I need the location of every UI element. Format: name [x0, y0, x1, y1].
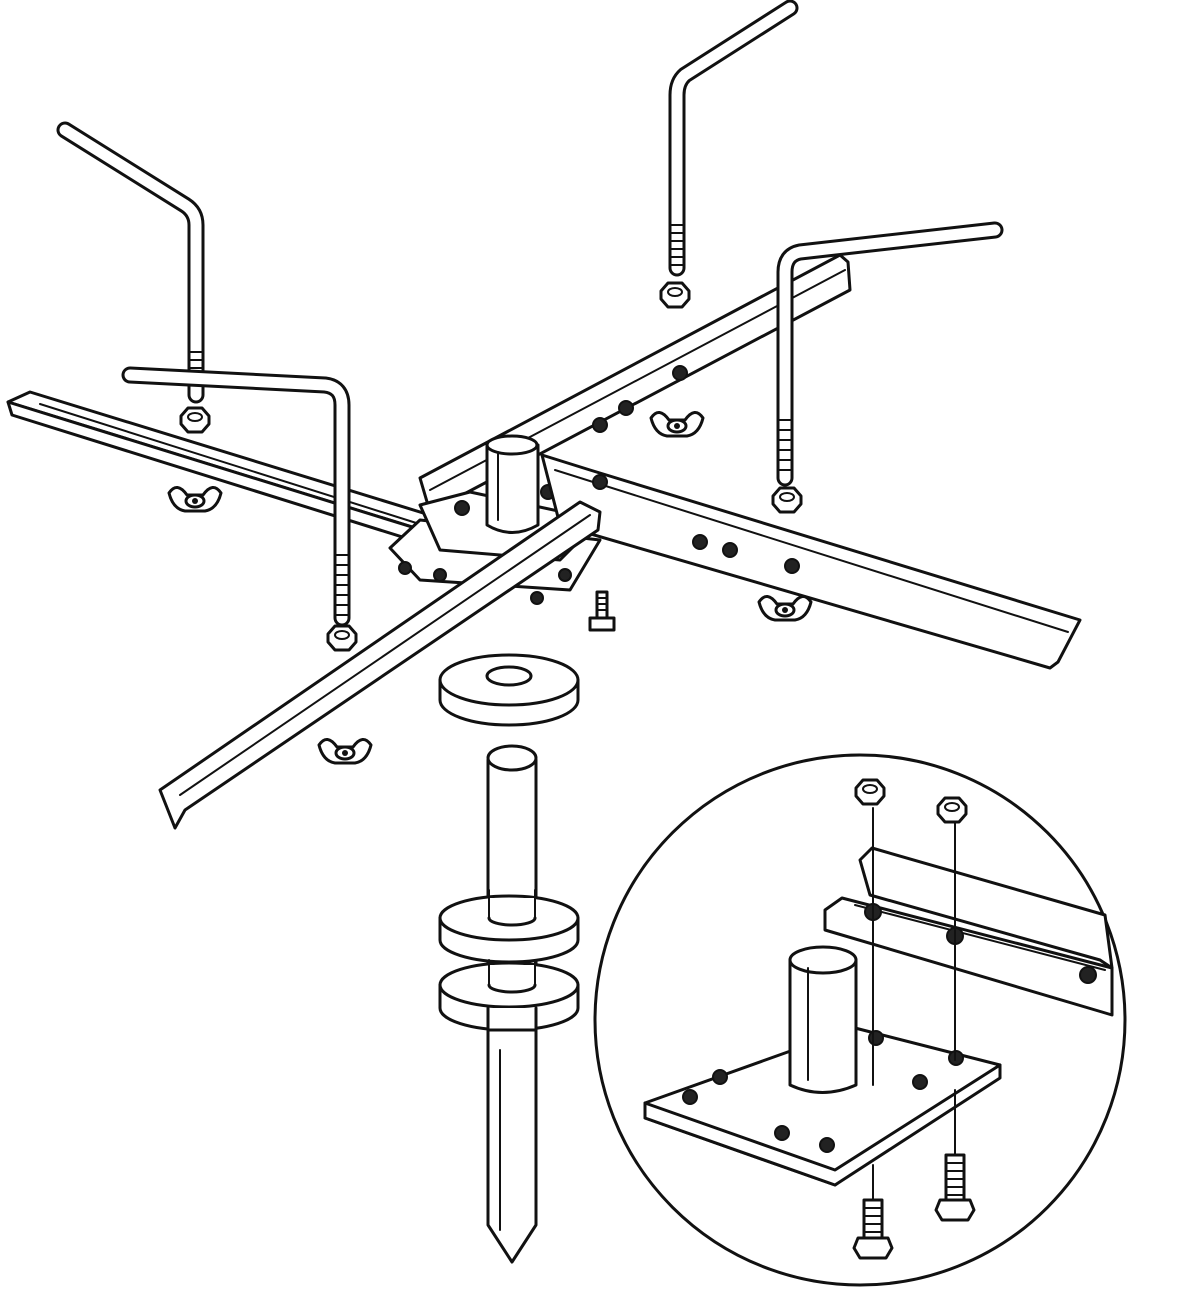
j-bolt-far-left	[56, 121, 205, 404]
detail-inset	[593, 753, 1127, 1287]
bolt-icon	[588, 590, 616, 632]
angle-arm-left	[6, 390, 487, 562]
ground-stake	[438, 744, 580, 1264]
hex-nut-icon	[771, 486, 803, 514]
wing-nut-icon	[757, 594, 813, 622]
wing-nut-icon	[317, 737, 373, 765]
hex-nut-icon	[179, 406, 211, 434]
j-bolt-front-left	[121, 366, 351, 627]
j-bolt-right	[776, 221, 1004, 487]
spacer-washer	[438, 653, 580, 727]
hex-nut-icon	[854, 778, 886, 806]
bolt-icon	[852, 1198, 894, 1260]
hex-nut-icon	[326, 624, 358, 652]
hex-nut-icon	[936, 796, 968, 824]
j-bolt-back-center	[668, 0, 799, 277]
angle-arm-right	[540, 453, 1082, 670]
wing-nut-icon	[649, 410, 705, 438]
wing-nut-icon	[167, 485, 223, 513]
angle-arm-front	[158, 500, 602, 830]
hex-nut-icon	[659, 281, 691, 309]
bolt-icon	[934, 1153, 976, 1222]
